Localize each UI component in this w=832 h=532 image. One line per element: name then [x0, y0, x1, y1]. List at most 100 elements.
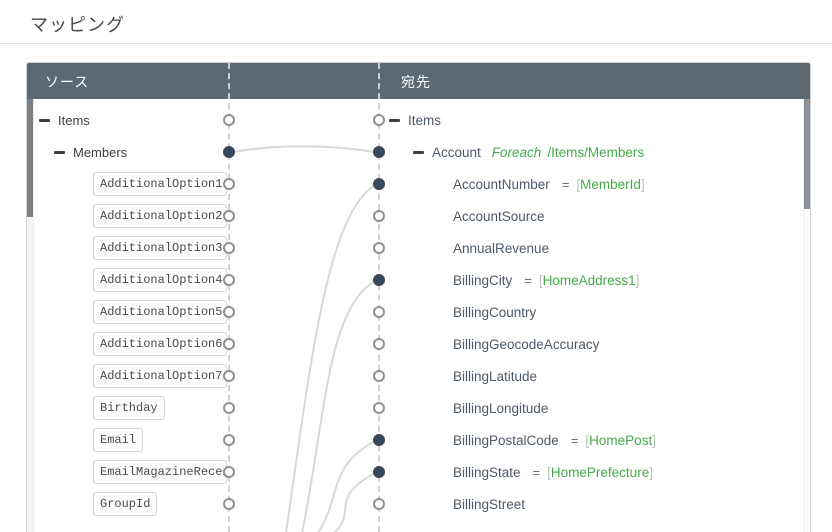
source-tree-row[interactable]: AdditionalOption2 — [27, 200, 367, 232]
destination-port[interactable] — [373, 498, 385, 510]
destination-scrollbar-thumb[interactable] — [804, 99, 810, 209]
destination-field-label: BillingGeocodeAccuracy — [453, 336, 600, 352]
destination-field-label: BillingCountry — [453, 304, 537, 320]
destination-port[interactable] — [373, 370, 385, 382]
source-port[interactable] — [223, 210, 235, 222]
source-field-box[interactable]: AdditionalOption5 — [93, 300, 227, 324]
collapse-icon[interactable] — [413, 150, 424, 154]
destination-tree-row[interactable]: AccountSource — [379, 200, 809, 232]
destination-port[interactable] — [373, 338, 385, 350]
destination-tree-row[interactable]: AccountNumber=[MemberId] — [379, 168, 809, 200]
source-node-label: Items — [58, 112, 90, 128]
destination-port[interactable] — [373, 402, 385, 414]
source-tree-row[interactable]: EmailMagazineRecei — [27, 456, 367, 488]
panel-header: ソース 宛先 — [27, 63, 810, 99]
destination-tree-row[interactable]: BillingPostalCode=[HomePost] — [379, 424, 809, 456]
source-tree-row[interactable]: AdditionalOption4 — [27, 264, 367, 296]
destination-field-label: BillingState — [453, 464, 521, 480]
destination-node-label: Items — [408, 112, 442, 128]
destination-tree-row[interactable]: BillingCity=[HomeAddress1] — [379, 264, 809, 296]
source-port[interactable] — [223, 146, 235, 158]
source-port[interactable] — [223, 338, 235, 350]
destination-tree-row[interactable]: BillingGeocodeAccuracy — [379, 328, 809, 360]
equals-sign: = — [561, 176, 570, 192]
collapse-icon[interactable] — [389, 118, 400, 122]
source-port[interactable] — [223, 402, 235, 414]
source-field-box[interactable]: AdditionalOption2 — [93, 204, 227, 228]
collapse-icon[interactable] — [39, 118, 50, 122]
destination-port[interactable] — [373, 274, 385, 286]
equals-sign: = — [532, 464, 541, 480]
destination-field-label: BillingLongitude — [453, 400, 549, 416]
source-field-box[interactable]: AdditionalOption3 — [93, 236, 227, 260]
destination-tree-row[interactable]: BillingLatitude — [379, 360, 809, 392]
source-field-box[interactable]: GroupId — [93, 492, 158, 516]
bracket-close: ] — [635, 272, 640, 288]
source-port[interactable] — [223, 466, 235, 478]
collapse-icon[interactable] — [54, 150, 65, 154]
destination-port[interactable] — [373, 466, 385, 478]
source-port[interactable] — [223, 306, 235, 318]
source-field-box[interactable]: EmailMagazineRecei — [93, 460, 227, 484]
destination-port[interactable] — [373, 178, 385, 190]
source-port[interactable] — [223, 242, 235, 254]
source-node-label: Members — [73, 144, 128, 160]
source-field-box[interactable]: AdditionalOption1 — [93, 172, 227, 196]
source-tree-row[interactable]: AdditionalOption1 — [27, 168, 367, 200]
source-tree-row[interactable]: GroupId — [27, 488, 367, 520]
source-field-box[interactable]: AdditionalOption4 — [93, 268, 227, 292]
destination-tree-row[interactable]: AnnualRevenue — [379, 232, 809, 264]
destination-port[interactable] — [373, 114, 385, 126]
bracket-open: [ — [585, 432, 590, 448]
destination-tree-row[interactable]: BillingState=[HomePrefecture] — [379, 456, 809, 488]
destination-field-label: BillingStreet — [453, 496, 526, 512]
destination-port[interactable] — [373, 242, 385, 254]
source-port[interactable] — [223, 434, 235, 446]
source-field-box[interactable]: AdditionalOption6 — [93, 332, 227, 356]
destination-field-label: AccountSource — [453, 208, 545, 224]
source-tree-row[interactable]: Birthday — [27, 392, 367, 424]
destination-tree-row[interactable]: BillingStreet — [379, 488, 809, 520]
source-port[interactable] — [223, 370, 235, 382]
source-tree-row[interactable]: AdditionalOption7 — [27, 360, 367, 392]
source-tree-row[interactable]: AdditionalOption3 — [27, 232, 367, 264]
source-tree-row[interactable]: AdditionalOption6 — [27, 328, 367, 360]
destination-tree-row[interactable]: BillingCountry — [379, 296, 809, 328]
bracket-close: ] — [652, 432, 656, 448]
bracket-open: [ — [538, 272, 543, 288]
mapping-curve[interactable] — [232, 145, 376, 153]
source-tree-row[interactable]: Members — [27, 136, 367, 168]
source-tree-row[interactable]: Email — [27, 424, 367, 456]
destination-port[interactable] — [373, 434, 385, 446]
source-port[interactable] — [223, 274, 235, 286]
bracket-open: [ — [547, 464, 551, 480]
source-field-box[interactable]: AdditionalOption7 — [93, 364, 227, 388]
equals-sign: = — [570, 432, 579, 448]
source-field-box[interactable]: Email — [93, 428, 144, 452]
destination-tree-row[interactable]: BillingLongitude — [379, 392, 809, 424]
source-field-box[interactable]: Birthday — [93, 396, 165, 420]
source-scrollbar-thumb[interactable] — [27, 99, 33, 217]
destination-tree-row[interactable]: Items — [379, 104, 809, 136]
mapping-curve[interactable] — [285, 183, 378, 532]
destination-port[interactable] — [373, 306, 385, 318]
mapped-source-value: HomeAddress1 — [542, 272, 636, 288]
source-port[interactable] — [223, 498, 235, 510]
source-tree-row[interactable]: AdditionalOption5 — [27, 296, 367, 328]
destination-port[interactable] — [373, 210, 385, 222]
destination-port[interactable] — [373, 146, 385, 158]
bracket-close: ] — [649, 464, 653, 480]
equals-sign: = — [524, 272, 532, 288]
source-port[interactable] — [223, 178, 235, 190]
destination-header-label: 宛先 — [401, 74, 431, 90]
source-tree-row[interactable]: Items — [27, 104, 367, 136]
destination-scrollbar[interactable] — [803, 99, 810, 532]
foreach-path: /Items/Members — [547, 144, 645, 160]
destination-field-label: AnnualRevenue — [453, 240, 550, 256]
foreach-annotation: Foreach — [491, 144, 542, 160]
mapping-curve[interactable] — [301, 279, 378, 532]
source-scrollbar[interactable] — [27, 99, 34, 532]
source-port[interactable] — [223, 114, 235, 126]
